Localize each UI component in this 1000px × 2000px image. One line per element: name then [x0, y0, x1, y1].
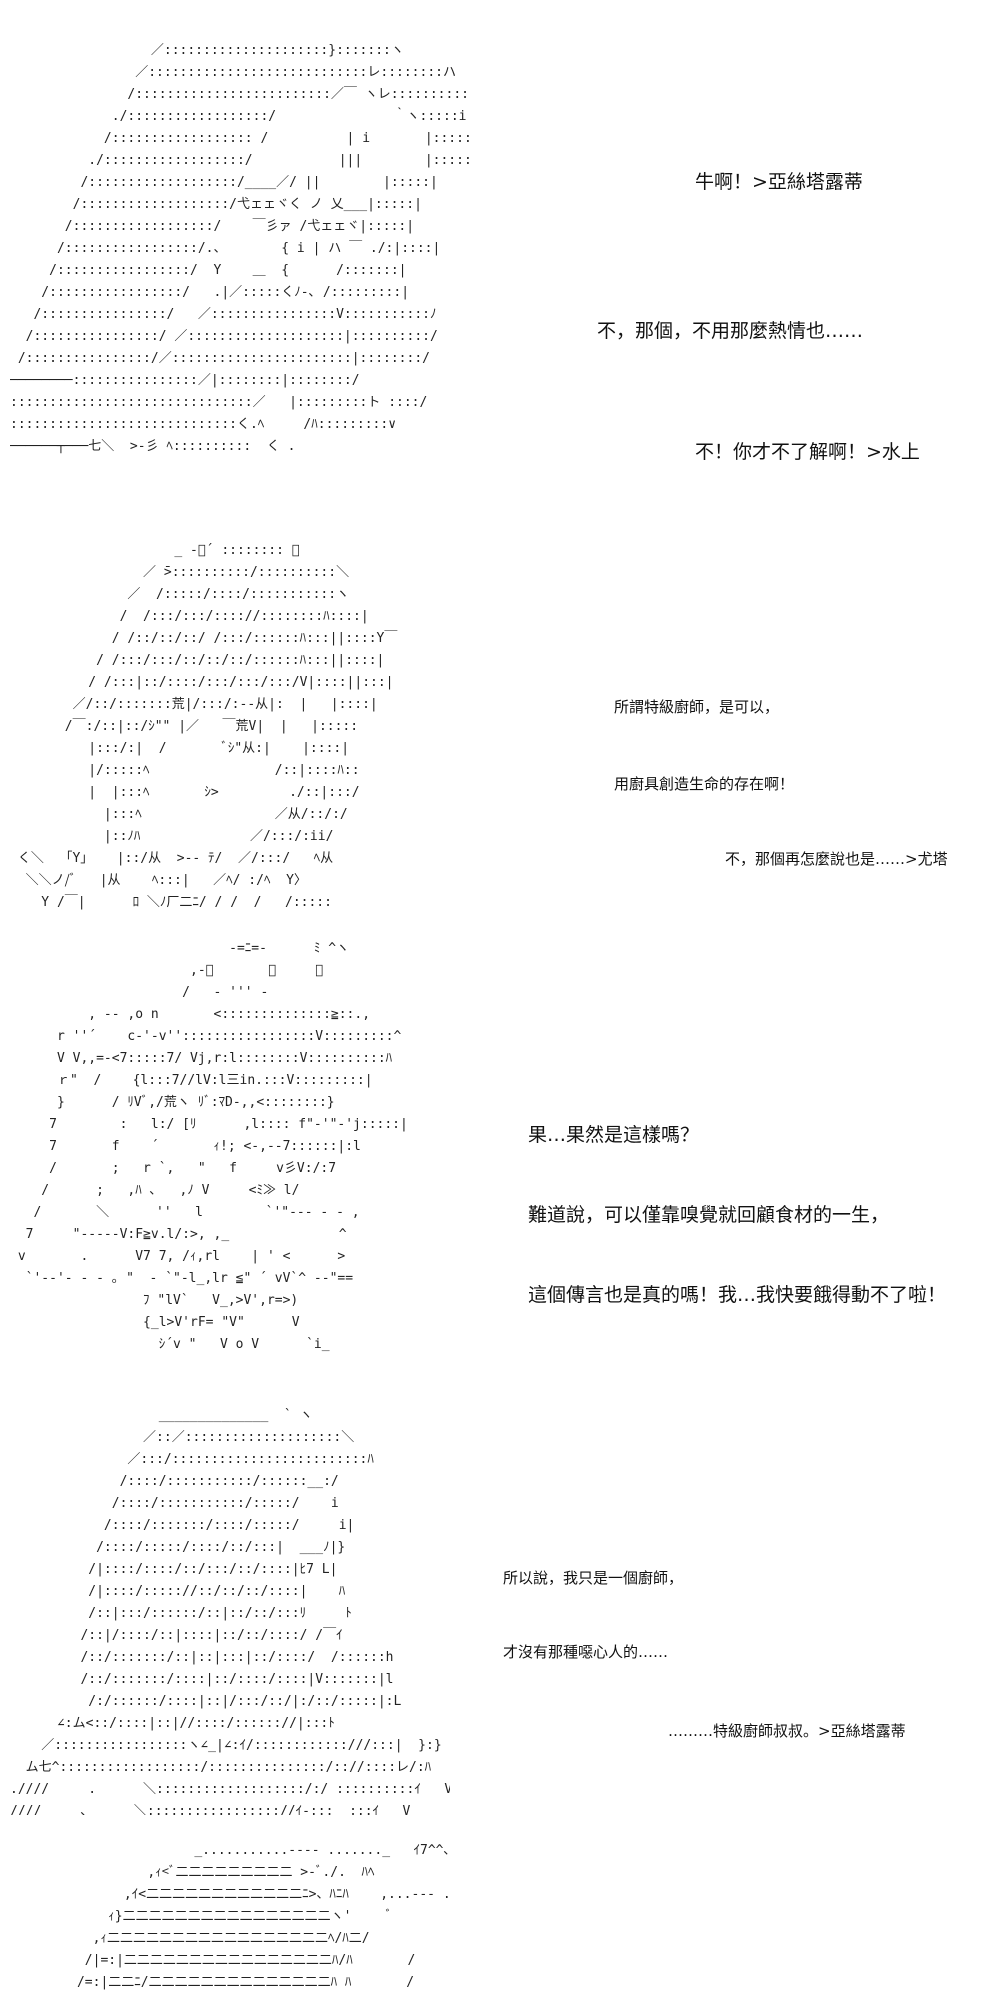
dialogue-line: 用廚具創造生命的存在啊！	[614, 775, 795, 793]
dialogue-line: 牛啊！>亞絲塔露蒂	[695, 171, 863, 193]
dialogue-line: 果…果然是這樣嗎？	[528, 1124, 700, 1146]
panel-4: ______________ ` ヽ ／::／:::::::::::::::::…	[0, 1395, 1000, 1825]
dialogue-line: 這個傳言也是真的嗎！我…我快要餓得動不了啦！	[528, 1284, 947, 1306]
panel-5: _...........---- ......._ ｲ7^^､ ,ｨ<ﾞ二二二二…	[0, 1835, 1000, 2000]
dialogue-line: 所以說，我只是一個廚師，	[503, 1569, 684, 1587]
ascii-art-character-2: _ -ﾞ´ :::::::: ＞ ／ ̄>::::::::::/::::::::…	[17, 543, 398, 910]
dialogue-line: 才沒有那種噁心人的……	[503, 1643, 669, 1661]
dialogue-line: 不！你才不了解啊！>水上	[695, 441, 920, 463]
ascii-art-character-4: ______________ ` ヽ ／::／:::::::::::::::::…	[10, 1408, 450, 1815]
dialogue-line: 所謂特級廚師，是可以，	[614, 698, 780, 716]
dialogue-line: ………特級廚師叔叔。>亞絲塔露蒂	[668, 1722, 906, 1740]
panel-3: -=ﾆ=- ﾐ ^ヽ ,-ﾞ ＼ ＼ / - ''' - , -- ,o n <…	[0, 930, 1000, 1390]
panel-2: _ -ﾞ´ :::::::: ＞ ／ ̄>::::::::::/::::::::…	[0, 530, 1000, 920]
dialogue-line: 不，那個，不用那麼熱情也……	[597, 320, 864, 342]
ascii-art-character-5: _...........---- ......._ ｲ7^^､ ,ｨ<ﾞ二二二二…	[76, 1843, 451, 1990]
ascii-art-character-3: -=ﾆ=- ﾐ ^ヽ ,-ﾞ ＼ ＼ / - ''' - , -- ,o n <…	[17, 941, 408, 1352]
panel-1: ／:::::::::::::::::::::}:::::::ヽ ／:::::::…	[0, 0, 1000, 520]
ascii-art-character-1: ／:::::::::::::::::::::}:::::::ヽ ／:::::::…	[10, 43, 470, 454]
dialogue-line: 不，那個再怎麼說也是……>尤塔	[725, 850, 948, 868]
dialogue-line: 難道說，可以僅靠嗅覺就回顧食材的一生，	[528, 1204, 890, 1226]
